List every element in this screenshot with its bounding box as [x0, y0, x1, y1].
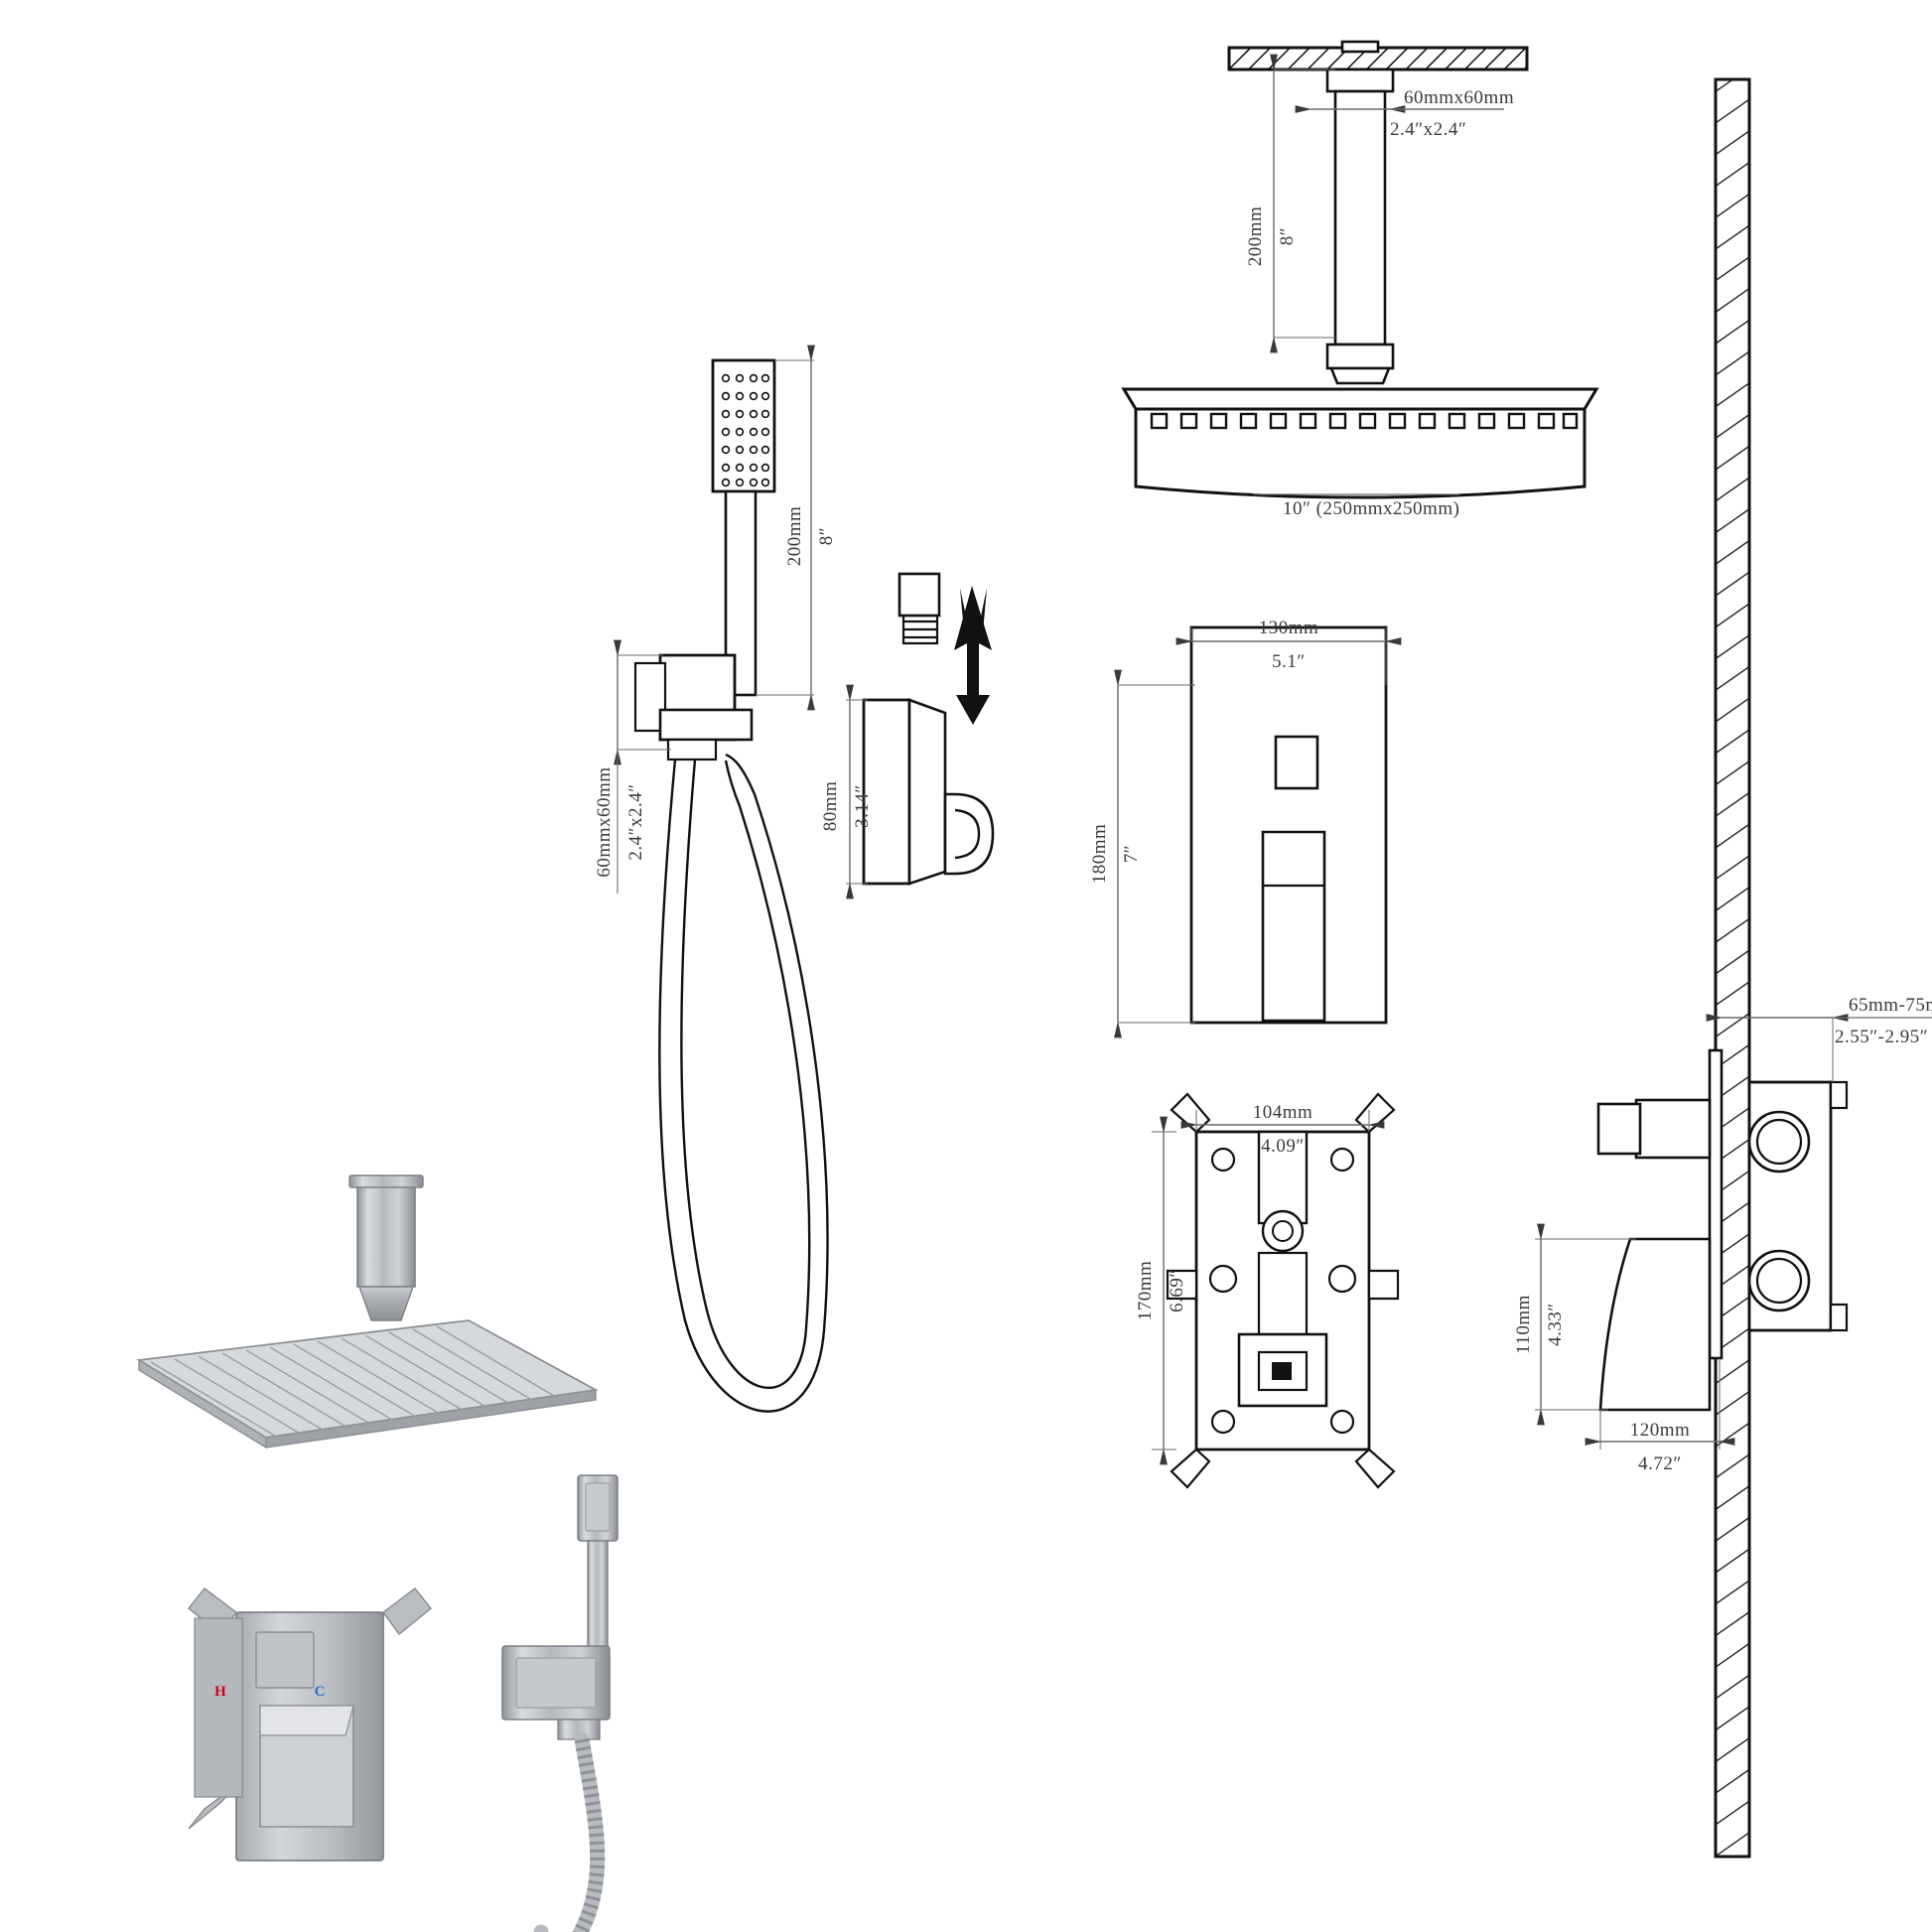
- outlet-nut: [658, 708, 754, 742]
- valve-outlet-inner: [1272, 1220, 1294, 1242]
- cold-marker: C: [315, 1684, 326, 1700]
- label-valve-width-inch: 4.09″: [1261, 1136, 1305, 1157]
- render-rain-head-edge2: [265, 1389, 597, 1449]
- render-arm-flange: [348, 1174, 424, 1188]
- dim-valve-height: [1152, 1116, 1176, 1465]
- label-plate-height-mm: 180mm: [1089, 824, 1110, 885]
- assembly-render: H C: [136, 1174, 619, 1932]
- valve-port-lower-inner: [1755, 1257, 1803, 1305]
- trim-plate-view: [1114, 625, 1402, 1038]
- arm-swivel: [1329, 366, 1391, 385]
- render-outlet-face: [515, 1657, 597, 1709]
- ceiling-arm-view: [1121, 40, 1599, 499]
- dim-plate-height: [1114, 669, 1195, 1038]
- trim-lever-handle: [1261, 830, 1326, 1023]
- rain-head-body: [1134, 407, 1587, 499]
- wand-spray-holes: [721, 373, 770, 487]
- label-handle-height-inch: 4.33″: [1545, 1303, 1566, 1346]
- wall-section-view: [1535, 77, 1932, 1859]
- valve-screw-holes: [1208, 1147, 1357, 1435]
- label-handle-projection-mm: 120mm: [1630, 1420, 1691, 1441]
- render-valve-side: [194, 1617, 243, 1798]
- label-valve-height-mm: 170mm: [1135, 1261, 1156, 1321]
- label-wall-depth-inch: 2.55″-2.95″: [1835, 1027, 1928, 1047]
- label-rain-head-caption: 10″ (250mmx250mm): [1283, 498, 1459, 519]
- wall-outlet-flange: [633, 661, 667, 733]
- label-arm-section-mm: 60mmx60mm: [1404, 87, 1514, 108]
- hot-marker: H: [214, 1684, 226, 1700]
- holder-insert-top: [897, 572, 941, 618]
- valve-tab-bottom: [1829, 1303, 1849, 1332]
- render-ceiling-arm: [356, 1180, 416, 1288]
- holder-cradle: [943, 792, 995, 876]
- hose-collar: [666, 738, 718, 761]
- label-arm-section-inch: 2.4″x2.4″: [1390, 119, 1466, 140]
- label-plate-height-inch: 7″: [1121, 845, 1142, 863]
- section-trim-plate: [1708, 1048, 1724, 1360]
- section-diverter-button: [1596, 1102, 1642, 1156]
- wall-hatch: [1714, 77, 1751, 1859]
- valve-port-upper-inner: [1755, 1118, 1803, 1166]
- diverter-button: [1274, 735, 1319, 790]
- valve-stem-channel: [1257, 1251, 1309, 1336]
- rough-in-valve-view: [1152, 1092, 1400, 1489]
- label-plate-width-inch: 5.1″: [1272, 651, 1306, 672]
- section-diverter-stem: [1634, 1098, 1712, 1160]
- label-valve-width-mm: 104mm: [1253, 1102, 1313, 1123]
- dim-wall-depth: [1706, 1014, 1932, 1082]
- arm-coupling: [1325, 343, 1395, 370]
- render-lever-top: [259, 1705, 354, 1736]
- render-hose: [533, 1731, 606, 1932]
- dim-wand-length: [756, 345, 815, 711]
- valve-cartridge-key: [1272, 1362, 1292, 1380]
- dim-valve-width: [1180, 1110, 1385, 1132]
- ceiling-flange: [1340, 40, 1380, 54]
- valve-tab-top: [1829, 1080, 1849, 1110]
- label-arm-length-mm: 200mm: [1245, 207, 1266, 267]
- render-arm-taper: [358, 1286, 414, 1321]
- arm-escutcheon: [1325, 68, 1395, 93]
- dim-outlet-size: [614, 639, 671, 894]
- rain-head-nozzles: [1150, 412, 1579, 430]
- label-outlet-size-inch: 2.4″x2.4″: [625, 783, 646, 860]
- label-valve-height-inch: 6.69″: [1167, 1269, 1187, 1312]
- holder-cradle-inner: [954, 808, 981, 860]
- dim-handle-projection: [1585, 1358, 1735, 1449]
- hand-shower-holder-view: [846, 572, 995, 899]
- holder-side: [907, 698, 947, 886]
- label-holder-height-mm: 80mm: [820, 781, 841, 832]
- render-diverter-button: [255, 1631, 315, 1689]
- label-outlet-size-mm: 60mmx60mm: [594, 766, 615, 877]
- wand-handle: [724, 489, 758, 697]
- shower-arm-tube: [1333, 89, 1387, 346]
- label-wall-depth-mm: 65mm-75mm: [1849, 995, 1932, 1016]
- holder-insert-threads: [903, 620, 937, 639]
- rain-head-top: [1121, 387, 1599, 411]
- valve-top-port: [1257, 1130, 1309, 1225]
- shower-hose-inner: [680, 759, 811, 1389]
- label-holder-height-inch: 3.14″: [852, 784, 873, 828]
- label-wand-length-inch: 8″: [816, 527, 837, 545]
- label-plate-width-mm: 130mm: [1259, 618, 1319, 638]
- dim-handle-height: [1535, 1223, 1636, 1426]
- assembly-direction-arrow-icon: [954, 586, 992, 725]
- label-handle-height-mm: 110mm: [1513, 1295, 1534, 1354]
- render-wand-face: [585, 1482, 611, 1532]
- render-nozzle-rows: [150, 1325, 565, 1439]
- dim-arm-length: [1270, 54, 1335, 353]
- label-arm-length-inch: 8″: [1277, 227, 1298, 245]
- section-lever-handle: [1598, 1237, 1712, 1412]
- dim-holder-height: [846, 684, 868, 899]
- valve-mounting-tabs: [1166, 1092, 1400, 1489]
- dim-plate-width: [1175, 627, 1402, 685]
- label-wand-length-mm: 200mm: [784, 506, 805, 567]
- shower-hose: [658, 753, 829, 1413]
- handheld-wand-view: [614, 345, 829, 1413]
- label-handle-projection-inch: 4.72″: [1638, 1453, 1682, 1474]
